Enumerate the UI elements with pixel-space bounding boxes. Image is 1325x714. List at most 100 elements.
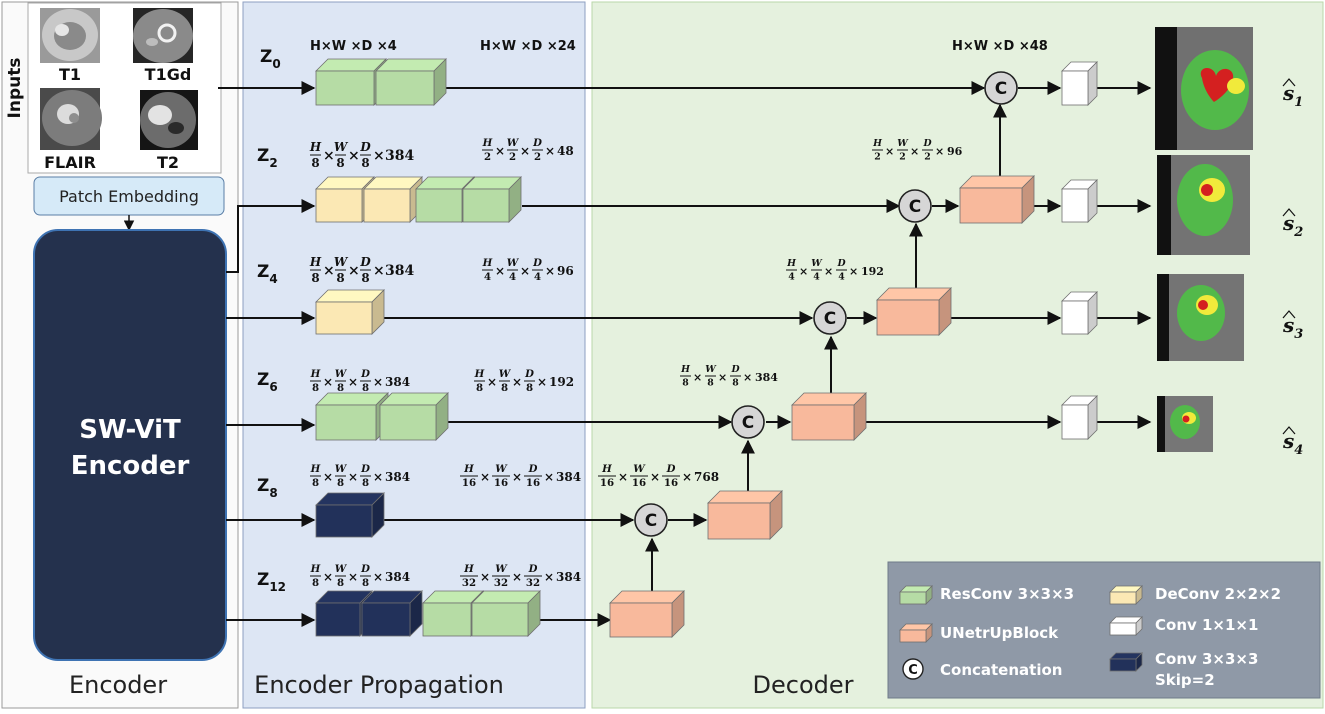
section-title-decoder: Decoder (753, 671, 854, 699)
svg-text:D: D (359, 140, 371, 154)
svg-text:s4: s4 (1282, 429, 1303, 458)
encoder-block-line2: Encoder (71, 451, 190, 481)
svg-text:×: × (487, 375, 497, 389)
svg-text:8: 8 (337, 477, 344, 489)
svg-text:×: × (373, 570, 383, 584)
svg-text:C: C (824, 309, 836, 329)
dim-z12-input: H8×W8×D8×384 (310, 563, 410, 589)
svg-text:C: C (995, 79, 1007, 99)
svg-text:W: W (507, 257, 520, 269)
svg-text:H: H (786, 258, 797, 269)
legend-conv3-label-line1: Conv 3×3×3 (1155, 650, 1258, 668)
seg-output-4-image (1157, 396, 1213, 452)
svg-text:s2: s2 (1282, 211, 1303, 240)
legend-unetr-icon (899, 623, 933, 643)
dim-z4-output: H4×W4×D4×96 (482, 257, 574, 283)
mri-t1gd-image (133, 8, 193, 63)
svg-text:8: 8 (361, 271, 369, 285)
svg-text:×: × (480, 470, 490, 484)
svg-text:H: H (601, 463, 612, 475)
svg-text:8: 8 (312, 577, 319, 589)
z-label-0: Z0 (260, 47, 281, 71)
svg-text:×: × (323, 470, 333, 484)
svg-text:8: 8 (362, 577, 369, 589)
svg-text:Z12: Z12 (257, 570, 286, 594)
concat-node-s3: C (813, 301, 847, 335)
svg-text:4: 4 (534, 271, 541, 283)
legend-unetr-label: UNetrUpBlock (940, 624, 1059, 642)
svg-text:W: W (335, 563, 348, 575)
svg-text:×: × (495, 144, 505, 158)
svg-text:2: 2 (924, 151, 931, 162)
svg-text:×: × (718, 371, 727, 384)
out-conv1-block-4 (1061, 395, 1098, 440)
svg-text:×: × (520, 144, 530, 158)
svg-text:8: 8 (501, 382, 508, 394)
svg-text:8: 8 (682, 377, 689, 388)
svg-text:8: 8 (337, 382, 344, 394)
z-label-4: Z4 (257, 262, 278, 286)
svg-text:×: × (373, 148, 385, 164)
svg-text:16: 16 (600, 477, 614, 489)
svg-text:W: W (897, 138, 909, 149)
svg-text:16: 16 (494, 477, 508, 489)
seg-output-1-image (1155, 27, 1253, 150)
output-label-s2: s2 (1282, 208, 1303, 240)
section-title-propagation: Encoder Propagation (254, 671, 504, 699)
svg-text:768: 768 (694, 470, 719, 484)
z-label-2: Z2 (257, 146, 278, 170)
svg-text:W: W (811, 258, 823, 269)
svg-text:Z0: Z0 (260, 47, 281, 71)
svg-text:192: 192 (549, 375, 574, 389)
svg-text:D: D (528, 563, 538, 575)
z0-resconv-block-2 (375, 58, 447, 106)
svg-text:×: × (693, 371, 702, 384)
svg-text:2: 2 (874, 151, 881, 162)
legend-conv3-icon (1109, 652, 1143, 672)
svg-text:W: W (495, 563, 508, 575)
svg-text:2: 2 (509, 151, 516, 163)
svg-text:8: 8 (337, 577, 344, 589)
svg-text:s1: s1 (1282, 81, 1303, 110)
svg-text:D: D (524, 368, 534, 380)
svg-text:8: 8 (361, 156, 369, 170)
dec-unetr-block-4 (707, 490, 783, 540)
dec-unetr-block-1 (959, 175, 1035, 224)
svg-text:384: 384 (385, 375, 410, 389)
svg-text:4: 4 (788, 271, 795, 282)
encoder-block-line1: SW-ViT (79, 415, 181, 445)
svg-text:16: 16 (462, 477, 476, 489)
svg-text:H: H (872, 138, 883, 149)
concat-node-s2: C (898, 189, 932, 223)
svg-text:8: 8 (311, 271, 319, 285)
z6-resconv-block-2 (379, 392, 449, 441)
svg-text:384: 384 (385, 148, 414, 164)
svg-text:2: 2 (899, 151, 906, 162)
legend-conv1-icon (1109, 616, 1143, 636)
svg-text:×: × (323, 570, 333, 584)
svg-text:Z2: Z2 (257, 146, 278, 170)
svg-text:16: 16 (664, 477, 678, 489)
svg-text:16: 16 (526, 477, 540, 489)
dim-decoder-s4: H8×W8×D8×384 (680, 364, 778, 388)
svg-text:D: D (359, 255, 371, 269)
dim-z6-input: H8×W8×D8×384 (310, 368, 410, 394)
svg-text:C: C (908, 663, 918, 678)
svg-text:H: H (309, 140, 322, 154)
output-label-s3: s3 (1282, 310, 1303, 342)
dim-z6-output: H8×W8×D8×192 (474, 368, 574, 394)
concat-node-s1: C (984, 71, 1018, 105)
svg-text:×: × (682, 470, 692, 484)
mri-t1-image (40, 8, 100, 63)
svg-text:8: 8 (312, 477, 319, 489)
svg-text:48: 48 (557, 144, 574, 158)
svg-text:H: H (680, 364, 691, 375)
svg-text:8: 8 (362, 382, 369, 394)
seg-output-3-image (1157, 274, 1244, 361)
svg-text:D: D (730, 364, 740, 375)
out-conv1-block-1 (1061, 61, 1098, 106)
legend-deconv-label: DeConv 2×2×2 (1155, 585, 1281, 603)
svg-text:W: W (499, 368, 512, 380)
modality-label-flair: FLAIR (44, 153, 96, 172)
propagation-panel (242, 1, 586, 709)
